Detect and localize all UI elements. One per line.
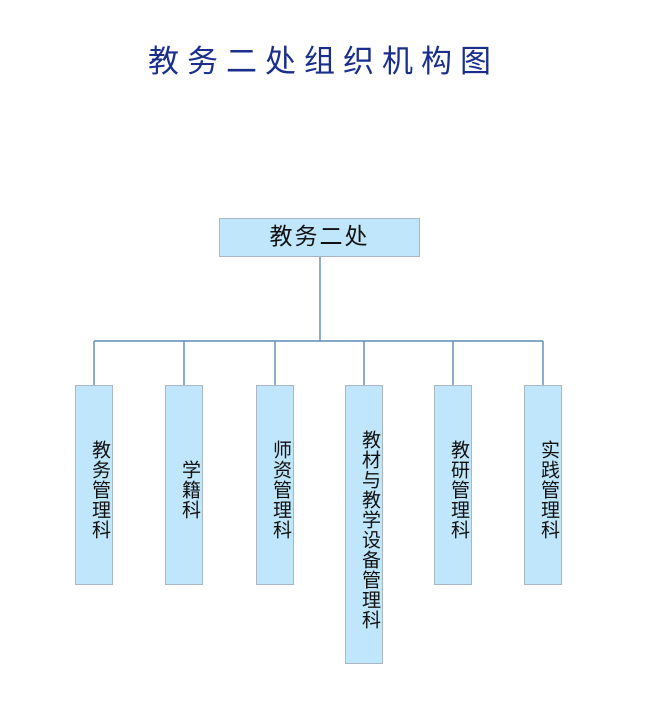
dept-label-5: 教研管理科 xyxy=(448,440,470,540)
dept-node-4: 教材与教学设备管理科 xyxy=(345,385,383,664)
dept-node-1: 教务管理科 xyxy=(75,385,113,585)
dept-label-3: 师资管理科 xyxy=(270,440,292,540)
page-title: 教务二处组织机构图 xyxy=(148,44,499,80)
dept-label-6: 实践管理科 xyxy=(538,440,560,540)
dept-label-1: 教务管理科 xyxy=(89,440,111,540)
root-node: 教务二处 xyxy=(219,218,420,257)
dept-node-5: 教研管理科 xyxy=(434,385,472,585)
dept-node-2: 学籍科 xyxy=(165,385,203,585)
dept-node-6: 实践管理科 xyxy=(524,385,562,585)
dept-label-4: 教材与教学设备管理科 xyxy=(359,429,381,630)
dept-node-3: 师资管理科 xyxy=(256,385,294,585)
dept-label-2: 学籍科 xyxy=(179,460,201,520)
